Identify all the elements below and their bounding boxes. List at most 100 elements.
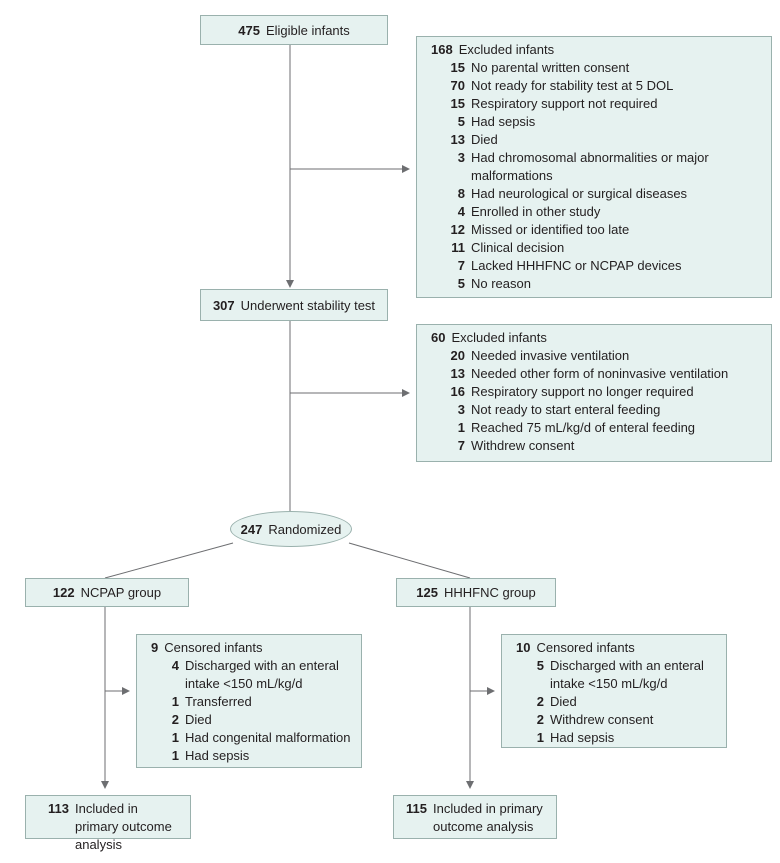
stability-count: 307: [212, 297, 235, 313]
item-label: Needed other form of noninvasive ventila…: [471, 366, 729, 381]
connector-randomized-to-hhhfnc: [348, 542, 471, 579]
item-label: Had chromosomal abnormalities or major m…: [471, 150, 709, 183]
ncpap-group-box: 122 NCPAP group: [25, 578, 189, 607]
included-hhhfnc-box: 115 Included in primary outcome analysis: [393, 795, 557, 839]
item-count: 2: [171, 712, 179, 727]
item-label: Had sepsis: [185, 748, 250, 763]
excluded2-header: 60 Excluded infants: [431, 329, 765, 347]
item-label: Not ready for stability test at 5 DOL: [471, 78, 674, 93]
item-count: 1: [171, 730, 179, 745]
eligible-label: Eligible infants: [265, 22, 350, 38]
excluded1-label: Excluded infants: [458, 42, 555, 57]
item-label: Respiratory support no longer required: [471, 384, 694, 399]
randomized-label: Randomized: [268, 521, 342, 537]
item-count: 15: [450, 60, 465, 75]
item-count: 1: [536, 730, 544, 745]
list-item: 3 Not ready to start enteral feeding: [431, 401, 765, 419]
item-label: Withdrew consent: [471, 438, 575, 453]
included-ncpap-label: Included in primary outcome analysis: [74, 801, 172, 852]
item-count: 2: [536, 712, 544, 727]
item-count: 3: [457, 402, 465, 417]
list-item: 13 Needed other form of noninvasive venti…: [431, 365, 765, 383]
included-hhhfnc-content: 115 Included in primary outcome analysis: [394, 796, 556, 836]
included-ncpap-content: 113 Included in primary outcome analysis: [26, 796, 190, 854]
item-count: 4: [457, 204, 465, 219]
censored-ncpap-header: 9 Censored infants: [151, 639, 355, 657]
item-label: Had sepsis: [550, 730, 615, 745]
item-count: 15: [450, 96, 465, 111]
list-item: 70 Not ready for stability test at 5 DOL: [431, 77, 765, 95]
hhhfnc-label: HHHFNC group: [443, 585, 536, 600]
item-count: 16: [450, 384, 465, 399]
eligible-count: 475: [238, 22, 260, 38]
censored-hhhfnc-header: 10 Censored infants: [516, 639, 720, 657]
item-count: 11: [451, 240, 465, 255]
included-hhhfnc-count: 115: [406, 801, 427, 816]
connector-randomized-to-ncpap: [104, 542, 234, 579]
item-label: Clinical decision: [471, 240, 565, 255]
randomized-oval: 247 Randomized: [230, 511, 352, 547]
item-label: Discharged with an enteral intake <150 m…: [550, 658, 704, 691]
list-item: 16 Respiratory support no longer required: [431, 383, 765, 401]
item-count: 5: [536, 658, 544, 673]
item-count: 7: [457, 438, 465, 453]
hhhfnc-count: 125: [416, 585, 438, 600]
item-count: 70: [450, 78, 465, 93]
item-label: Lacked HHHFNC or NCPAP devices: [471, 258, 682, 273]
item-count: 12: [450, 222, 465, 237]
list-item: 7 Withdrew consent: [431, 437, 765, 455]
item-count: 8: [457, 186, 465, 201]
included-ncpap-box: 113 Included in primary outcome analysis: [25, 795, 191, 852]
censored-hhhfnc-box: 10 Censored infants 5 Discharged with an …: [501, 634, 727, 748]
list-item: 11 Clinical decision: [431, 239, 765, 257]
item-label: Had sepsis: [471, 114, 536, 129]
censored-ncpap-label: Censored infants: [164, 640, 263, 655]
excluded1-header: 168 Excluded infants: [431, 41, 765, 59]
item-count: 1: [171, 694, 179, 709]
item-label: Reached 75 mL/kg/d of enteral feeding: [471, 420, 696, 435]
stability-box: 307 Underwent stability test: [200, 289, 388, 321]
list-item: 8 Had neurological or surgical diseases: [431, 185, 765, 203]
item-label: No reason: [471, 276, 531, 291]
excluded2-label: Excluded infants: [451, 330, 547, 345]
excluded2-count: 60: [431, 330, 446, 345]
item-label: Not ready to start enteral feeding: [471, 402, 661, 417]
item-count: 5: [457, 276, 465, 291]
hhhfnc-group-box: 125 HHHFNC group: [396, 578, 556, 607]
item-label: Had neurological or surgical diseases: [471, 186, 688, 201]
ncpap-label: NCPAP group: [80, 585, 162, 600]
censored-hhhfnc-label: Censored infants: [536, 640, 635, 655]
item-label: Died: [550, 694, 577, 709]
item-label: Transferred: [185, 694, 252, 709]
ncpap-count: 122: [52, 585, 75, 600]
item-count: 13: [450, 366, 465, 381]
list-item: 1 Had congenital malformation: [151, 729, 355, 747]
item-count: 4: [171, 658, 179, 673]
list-item: 12 Missed or identified too late: [431, 221, 765, 239]
censored-ncpap-count: 9: [151, 640, 159, 655]
item-count: 5: [457, 114, 465, 129]
stability-label: Underwent stability test: [240, 297, 376, 313]
list-item: 5 Discharged with an enteral intake <150 …: [516, 657, 720, 693]
randomized-count: 247: [240, 521, 263, 537]
item-label: Missed or identified too late: [471, 222, 630, 237]
list-item: 2 Died: [151, 711, 355, 729]
item-label: Had congenital malformation: [185, 730, 351, 745]
list-item: 5 No reason: [431, 275, 765, 293]
item-label: Died: [185, 712, 212, 727]
list-item: 5 Had sepsis: [431, 113, 765, 131]
